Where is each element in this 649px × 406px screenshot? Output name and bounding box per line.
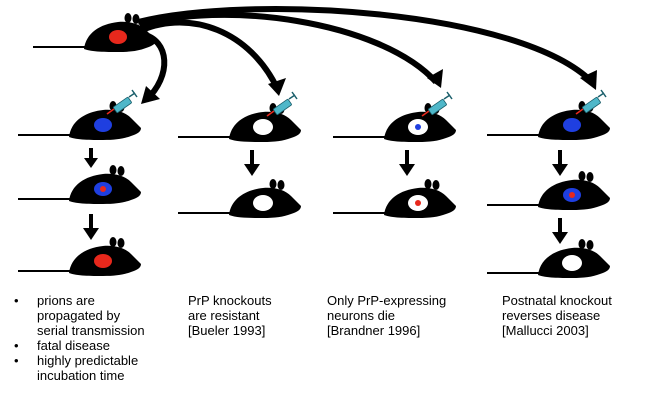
arrow-down-icon — [84, 148, 98, 168]
curved-arrows — [137, 6, 597, 104]
mouse-icon — [177, 178, 302, 219]
column-graft — [332, 91, 457, 219]
caption-line: neurons die — [327, 308, 395, 323]
postnatal-caption: Postnatal knockout reverses disease [Mal… — [502, 293, 612, 338]
mouse-icon — [332, 178, 457, 219]
caption-line: Postnatal knockout — [502, 293, 612, 308]
bullet-line: fatal disease — [37, 338, 110, 353]
bullet-item: • fatal disease — [0, 338, 145, 353]
mouse-icon — [32, 12, 157, 53]
wildtype-bullet-list: • prions are propagated by serial transm… — [0, 293, 145, 383]
caption-line: Only PrP-expressing — [327, 293, 447, 308]
mouse-icon — [332, 102, 457, 143]
caption-line: PrP knockouts — [188, 293, 272, 308]
arrow-down-icon — [244, 150, 260, 176]
mouse-icon — [17, 236, 142, 277]
bullet-line: incubation time — [37, 368, 125, 383]
mouse-icon — [17, 164, 142, 205]
column-wildtype — [17, 89, 142, 277]
bullet-dot: • — [14, 353, 19, 368]
bullet-item: • highly predictable incubation time — [0, 353, 145, 383]
mouse-icon — [486, 100, 611, 141]
arrow-down-icon — [552, 218, 568, 244]
mouse-icon — [486, 170, 611, 211]
caption-line: [Brandner 1996] — [327, 323, 421, 338]
mouse-icon — [17, 100, 142, 141]
knockout-caption: PrP knockouts are resistant [Bueler 1993… — [188, 293, 272, 338]
caption-line: [Mallucci 2003] — [502, 323, 589, 338]
caption-line: [Bueler 1993] — [188, 323, 266, 338]
bullet-dot: • — [14, 293, 19, 308]
arrow-down-icon — [399, 150, 415, 176]
arrow-down-icon — [83, 214, 99, 240]
caption-line: are resistant — [188, 308, 260, 323]
bullet-line: highly predictable — [37, 353, 139, 368]
column-knockout — [177, 91, 302, 219]
mouse-icon — [486, 238, 611, 279]
bullet-line: propagated by — [37, 308, 121, 323]
graft-caption: Only PrP-expressing neurons die [Brandne… — [327, 293, 446, 338]
arrow-down-icon — [552, 150, 568, 176]
bullet-dot: • — [14, 338, 19, 353]
curved-arrow-icon — [137, 6, 595, 85]
curved-arrow-icon — [139, 11, 439, 85]
mouse-icon — [177, 102, 302, 143]
bullet-line: prions are — [37, 293, 95, 308]
curved-arrow-icon — [140, 19, 281, 92]
bullet-line: serial transmission — [37, 323, 145, 338]
column-postnatal — [486, 89, 611, 279]
caption-line: reverses disease — [502, 308, 601, 323]
bullet-item: • prions are propagated by serial transm… — [0, 293, 145, 338]
